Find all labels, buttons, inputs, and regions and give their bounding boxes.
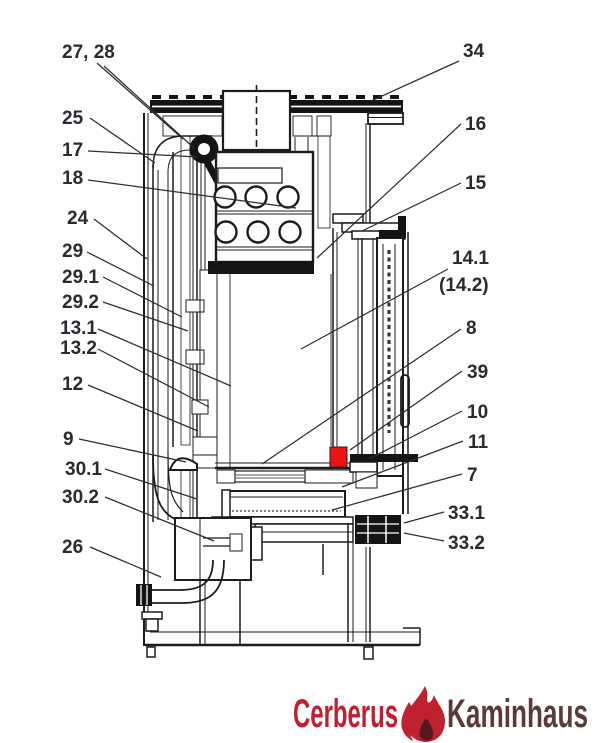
air-pipe (152, 559, 214, 591)
tube (246, 220, 270, 244)
left-insulation-column (180, 135, 191, 446)
right-foot (363, 646, 374, 660)
door-assembly (332, 123, 418, 514)
part-label-26: 26 (62, 537, 83, 558)
left-jacket (143, 113, 212, 646)
part-label-34: 34 (463, 41, 485, 62)
part-label-12: 12 (62, 374, 83, 395)
flue-collar (221, 85, 292, 152)
tube (244, 185, 268, 209)
tube (214, 220, 238, 244)
part-label-30-1: 30.1 (65, 459, 102, 480)
heat-shield-strip (217, 167, 283, 184)
right-insulation-column (317, 135, 331, 229)
tube (276, 185, 300, 209)
left-foot (146, 646, 156, 658)
top-plate-right-bracket (367, 112, 404, 125)
air-intake (136, 451, 252, 632)
pipe-fitting (136, 584, 152, 606)
ash-pan (221, 489, 346, 519)
part-label-8: 8 (466, 318, 477, 339)
part-label-7: 7 (467, 465, 478, 486)
part-label-33-1: 33.1 (448, 503, 485, 524)
logo-word-kaminhaus: Kaminhaus (447, 692, 588, 736)
part-label-33-2: 33.2 (448, 533, 485, 554)
base (145, 516, 421, 660)
logo: Cerberus Kaminhaus (293, 686, 588, 742)
part-label-29: 29 (62, 241, 83, 262)
part-label-10: 10 (467, 402, 488, 423)
part-label-39: 39 (467, 362, 488, 383)
air-duct-bump (168, 457, 198, 471)
part-label-29-1: 29.1 (62, 267, 99, 288)
part-label-18: 18 (62, 168, 83, 189)
part-label-29-2: 29.2 (62, 292, 99, 313)
part-label-15: 15 (465, 173, 487, 194)
control-knob (355, 515, 401, 544)
part-label-25: 25 (62, 108, 84, 129)
lining-clip (185, 299, 205, 313)
part-label-14-2: (14.2) (439, 275, 489, 296)
heat-exchanger (213, 135, 331, 264)
part-label-30-2: 30.2 (62, 487, 99, 508)
part-label-27-28: 27, 28 (62, 42, 115, 63)
part-labels: 27, 28 25 17 18 24 29 29.1 29.2 13.1 13.… (60, 41, 489, 558)
part-label-16: 16 (465, 114, 486, 135)
part-label-9: 9 (63, 429, 74, 450)
tube (278, 220, 302, 244)
red-highlight-part (329, 446, 348, 468)
grate (216, 469, 354, 484)
part-label-13-1: 13.1 (60, 318, 97, 339)
part-label-13-2: 13.2 (60, 338, 97, 359)
flame-icon (401, 686, 445, 742)
part-label-24: 24 (67, 208, 89, 229)
logo-word-cerberus: Cerberus (293, 692, 398, 736)
part-label-11: 11 (468, 432, 489, 453)
part-label-14-1: 14.1 (452, 248, 489, 269)
baffle-plate (208, 261, 314, 274)
leader-lines (78, 60, 464, 578)
part-label-17: 17 (62, 140, 83, 161)
lining-clip (185, 349, 205, 365)
